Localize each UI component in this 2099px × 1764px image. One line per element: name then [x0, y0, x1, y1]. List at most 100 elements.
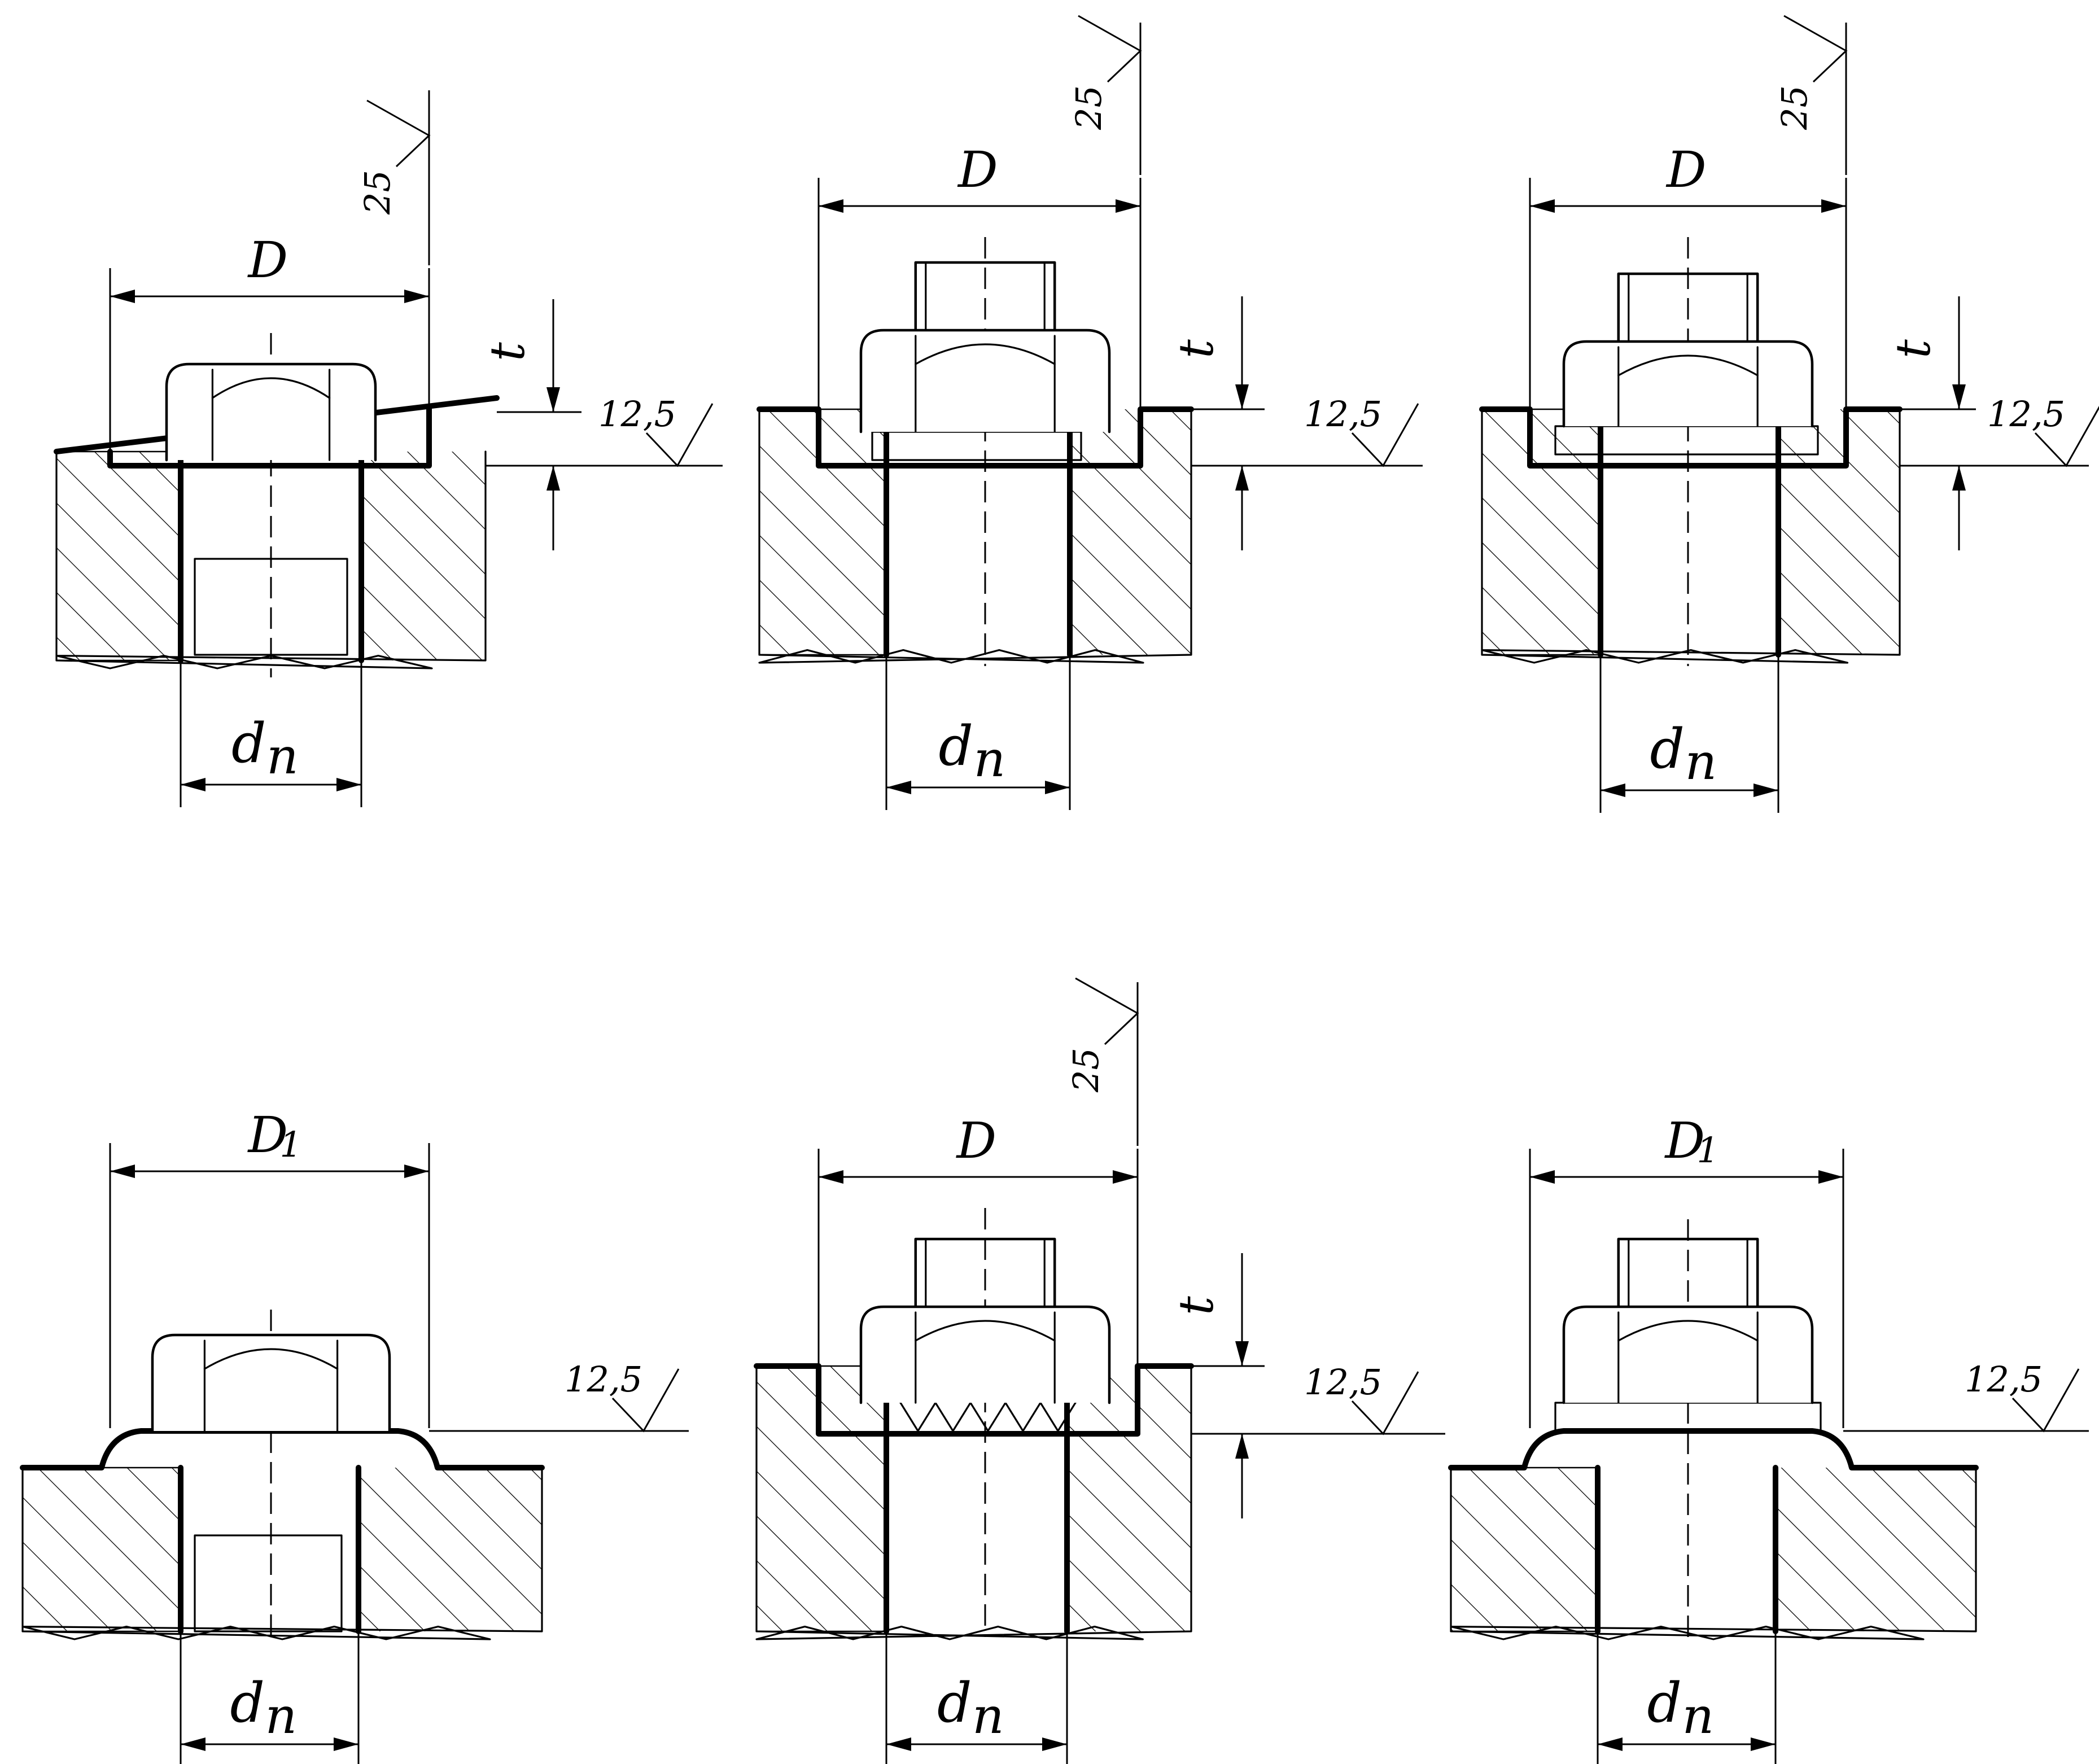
bore-label-subscript: n	[972, 1687, 1004, 1745]
dimension-arrow	[1753, 783, 1778, 797]
bolt-head-outline	[165, 362, 377, 462]
roughness-symbol: 12,5	[598, 393, 714, 467]
roughness-symbol: 25	[1065, 977, 1139, 1093]
dimension-arrow	[819, 1170, 843, 1184]
depth-label: t	[1169, 1296, 1224, 1315]
bore-label: d	[230, 1671, 265, 1735]
dimension-label: D	[956, 1111, 997, 1170]
washer-tooth	[899, 1402, 937, 1432]
bolt-shank	[194, 1534, 343, 1632]
bolt-head-fill	[1564, 1307, 1812, 1403]
dimension-arrow	[546, 387, 560, 412]
roughness-value: 25	[357, 170, 398, 215]
base-part	[21, 1465, 543, 1640]
bolt-head-fill	[1564, 342, 1812, 426]
dimension-label-subscript: 1	[280, 1124, 302, 1165]
roughness-value: 12,5	[565, 1359, 642, 1400]
dimension-label: D	[1665, 141, 1707, 199]
depth-label: t	[1886, 339, 1941, 358]
hatch-fill-right	[361, 452, 486, 660]
hatch-fill-right	[1070, 409, 1191, 655]
bolt-head-fill	[861, 330, 1109, 432]
hatch-fill-right	[358, 1468, 542, 1631]
break-outline	[758, 408, 1192, 664]
bolt-head-outline	[859, 329, 1111, 434]
dimension-arrow	[404, 1165, 429, 1178]
counterbore-outline	[754, 1363, 1194, 1437]
break-outline	[55, 450, 487, 669]
bolt-head-chamfer	[915, 343, 1056, 365]
bolt-head-fill	[861, 1307, 1109, 1403]
dimension-arrow	[886, 1737, 911, 1751]
hatch-fill-left	[23, 1468, 181, 1631]
roughness-check	[1078, 15, 1142, 83]
break-outline	[21, 1467, 543, 1640]
dimension-arrow	[1042, 1737, 1067, 1751]
dimension-arrow	[1952, 384, 1966, 409]
dimension-arrow	[1821, 199, 1846, 213]
roughness-symbol: 12,5	[1304, 393, 1419, 467]
bolt-head-outline	[151, 1333, 391, 1433]
counterbore-outline	[756, 406, 1194, 469]
bolt-head-fill	[152, 1335, 390, 1431]
dimension-arrow	[1235, 384, 1249, 409]
toothed-washer	[899, 1402, 1077, 1432]
roughness-check	[2011, 1368, 2080, 1433]
dimension-label: D	[1664, 1111, 1706, 1170]
dimension-arrow	[336, 778, 361, 791]
roughness-symbol: 25	[1068, 15, 1142, 130]
roughness-check	[645, 403, 714, 467]
dimension-arrow	[1235, 466, 1249, 491]
hatch-fill-right	[1067, 1366, 1191, 1631]
bore-label-subscript: n	[266, 727, 299, 785]
roughness-check	[611, 1368, 680, 1433]
dimension-arrow	[404, 290, 429, 303]
bolt-head	[1562, 340, 1814, 428]
bolt-head-chamfer	[211, 377, 331, 399]
base-part	[1450, 1465, 1977, 1640]
dimension-arrow	[181, 778, 205, 791]
spot-face-outline	[20, 1428, 545, 1470]
roughness-check	[1783, 15, 1848, 83]
roughness-check	[1075, 977, 1139, 1045]
hatch-fill-left	[56, 452, 181, 660]
dimension-arrow	[819, 199, 843, 213]
bolt-head-fill	[167, 364, 375, 460]
roughness-check	[1351, 1371, 1419, 1435]
roughness-check	[366, 99, 431, 168]
bore-label: d	[939, 715, 973, 778]
bolt-head-chamfer	[915, 1320, 1056, 1342]
bore-label: d	[1647, 1671, 1682, 1735]
nut-assembly	[1562, 1237, 1814, 1404]
dimension-arrow	[1601, 783, 1625, 797]
roughness-symbol: 12,5	[565, 1359, 680, 1433]
base-part	[1481, 406, 1901, 664]
bolt-head	[151, 1333, 391, 1433]
bolt-head-chamfer	[1617, 1320, 1759, 1342]
roughness-value: 12,5	[1304, 1362, 1382, 1403]
dimension-label: D	[247, 231, 288, 289]
roughness-value: 25	[1774, 85, 1815, 130]
bolt-head-chamfer	[203, 1348, 339, 1370]
roughness-value: 12,5	[1965, 1359, 2043, 1400]
dimension-arrow	[1235, 1434, 1249, 1459]
dimension-arrow	[1113, 1170, 1138, 1184]
bore-label-subscript: n	[974, 730, 1006, 788]
nut-assembly	[859, 261, 1111, 434]
hatch-fill-left	[1451, 1468, 1598, 1631]
bore-label-subscript: n	[1685, 733, 1717, 791]
roughness-check	[2034, 406, 2099, 467]
dimension-arrow	[1045, 781, 1070, 794]
dimension-arrow	[1530, 1170, 1555, 1184]
depth-label: t	[480, 342, 535, 361]
bolt-head-outline	[1562, 340, 1814, 428]
bolt-head-chamfer	[1617, 354, 1759, 377]
roughness-value: 12,5	[1987, 393, 2065, 435]
bolt-head	[165, 362, 377, 462]
washer-tooth	[1039, 1402, 1077, 1432]
